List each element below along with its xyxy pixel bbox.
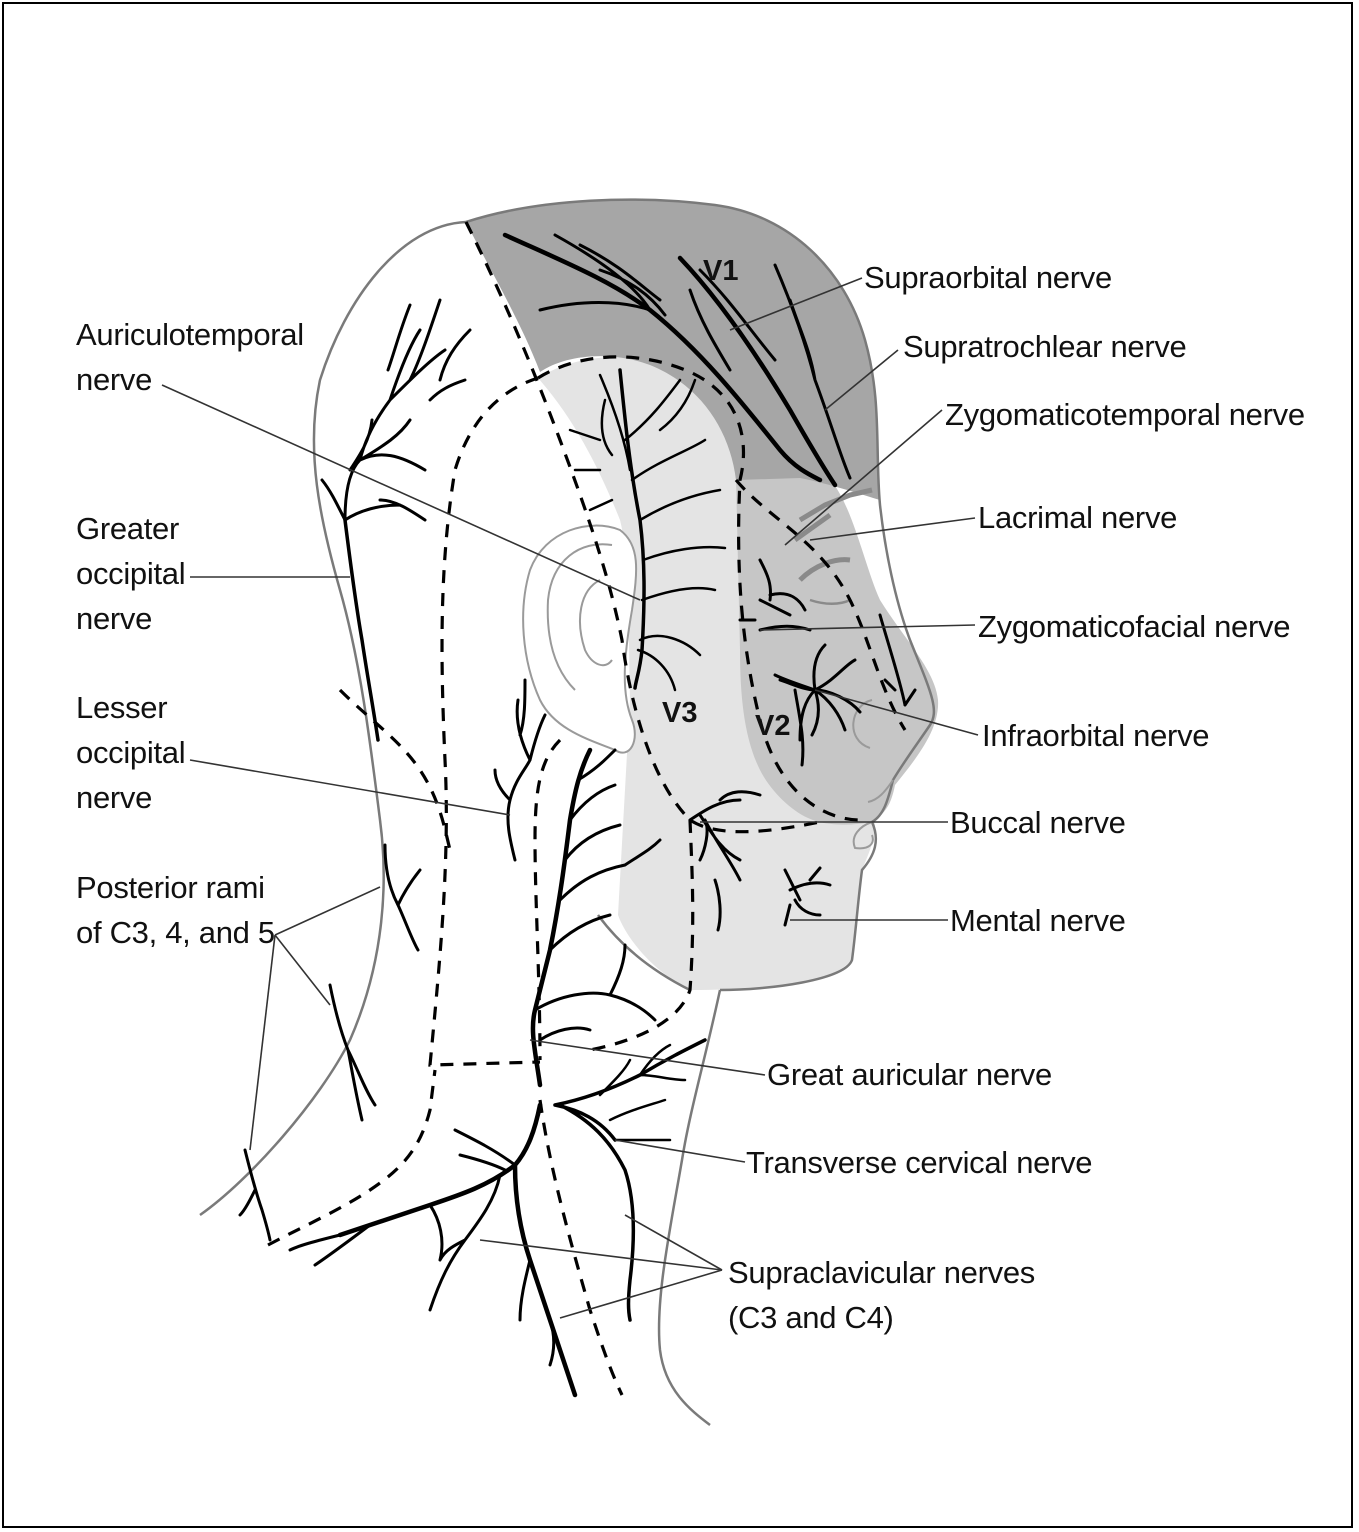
- lacrimal-nerve-label: Lacrimal nerve: [978, 496, 1177, 540]
- zygomaticotemporal-nerve-label: Zygomaticotemporal nerve: [945, 393, 1305, 437]
- v2-region: [736, 470, 938, 825]
- posterior-rami-label-line-2: of C3, 4, and 5: [76, 910, 275, 955]
- supraclavicular-nerves-label: Supraclavicular nerves (C3 and C4): [728, 1250, 1035, 1340]
- transverse-cervical-nerve-label: Transverse cervical nerve: [746, 1141, 1092, 1185]
- lesser-occipital-label-line-1: Lesser: [76, 685, 185, 730]
- ear-illustration: [523, 526, 636, 753]
- buccal-nerve-label: Buccal nerve: [950, 801, 1126, 845]
- supraclavicular-label-line-1: Supraclavicular nerves: [728, 1250, 1035, 1295]
- supraorbital-nerve-label: Supraorbital nerve: [864, 256, 1112, 300]
- posterior-rami-label: Posterior rami of C3, 4, and 5: [76, 865, 275, 955]
- great-auricular-nerve-label: Great auricular nerve: [767, 1053, 1052, 1097]
- posterior-rami-label-line-1: Posterior rami: [76, 865, 275, 910]
- region-v2-label: V2: [755, 710, 790, 743]
- lesser-occipital-label-line-3: nerve: [76, 775, 185, 820]
- supratrochlear-nerve-label: Supratrochlear nerve: [903, 325, 1187, 369]
- lesser-occipital-nerve-label: Lesser occipital nerve: [76, 685, 185, 820]
- greater-occipital-label-line-1: Greater: [76, 506, 185, 551]
- greater-occipital-nerve-label: Greater occipital nerve: [76, 506, 185, 641]
- auriculotemporal-label-line-1: Auriculotemporal: [76, 312, 304, 357]
- auriculotemporal-label-line-2: nerve: [76, 357, 304, 402]
- region-v1-label: V1: [703, 255, 738, 288]
- auriculotemporal-nerve-label: Auriculotemporal nerve: [76, 312, 304, 402]
- greater-occipital-label-line-3: nerve: [76, 596, 185, 641]
- mental-nerve-label: Mental nerve: [950, 899, 1126, 943]
- front-neck-outline: [659, 990, 720, 1425]
- lesser-occipital-label-line-2: occipital: [76, 730, 185, 775]
- infraorbital-nerve-label: Infraorbital nerve: [982, 714, 1209, 758]
- supraclavicular-label-line-2: (C3 and C4): [728, 1295, 1035, 1340]
- region-v3-label: V3: [662, 697, 697, 730]
- zygomaticofacial-nerve-label: Zygomaticofacial nerve: [978, 605, 1290, 649]
- greater-occipital-label-line-2: occipital: [76, 551, 185, 596]
